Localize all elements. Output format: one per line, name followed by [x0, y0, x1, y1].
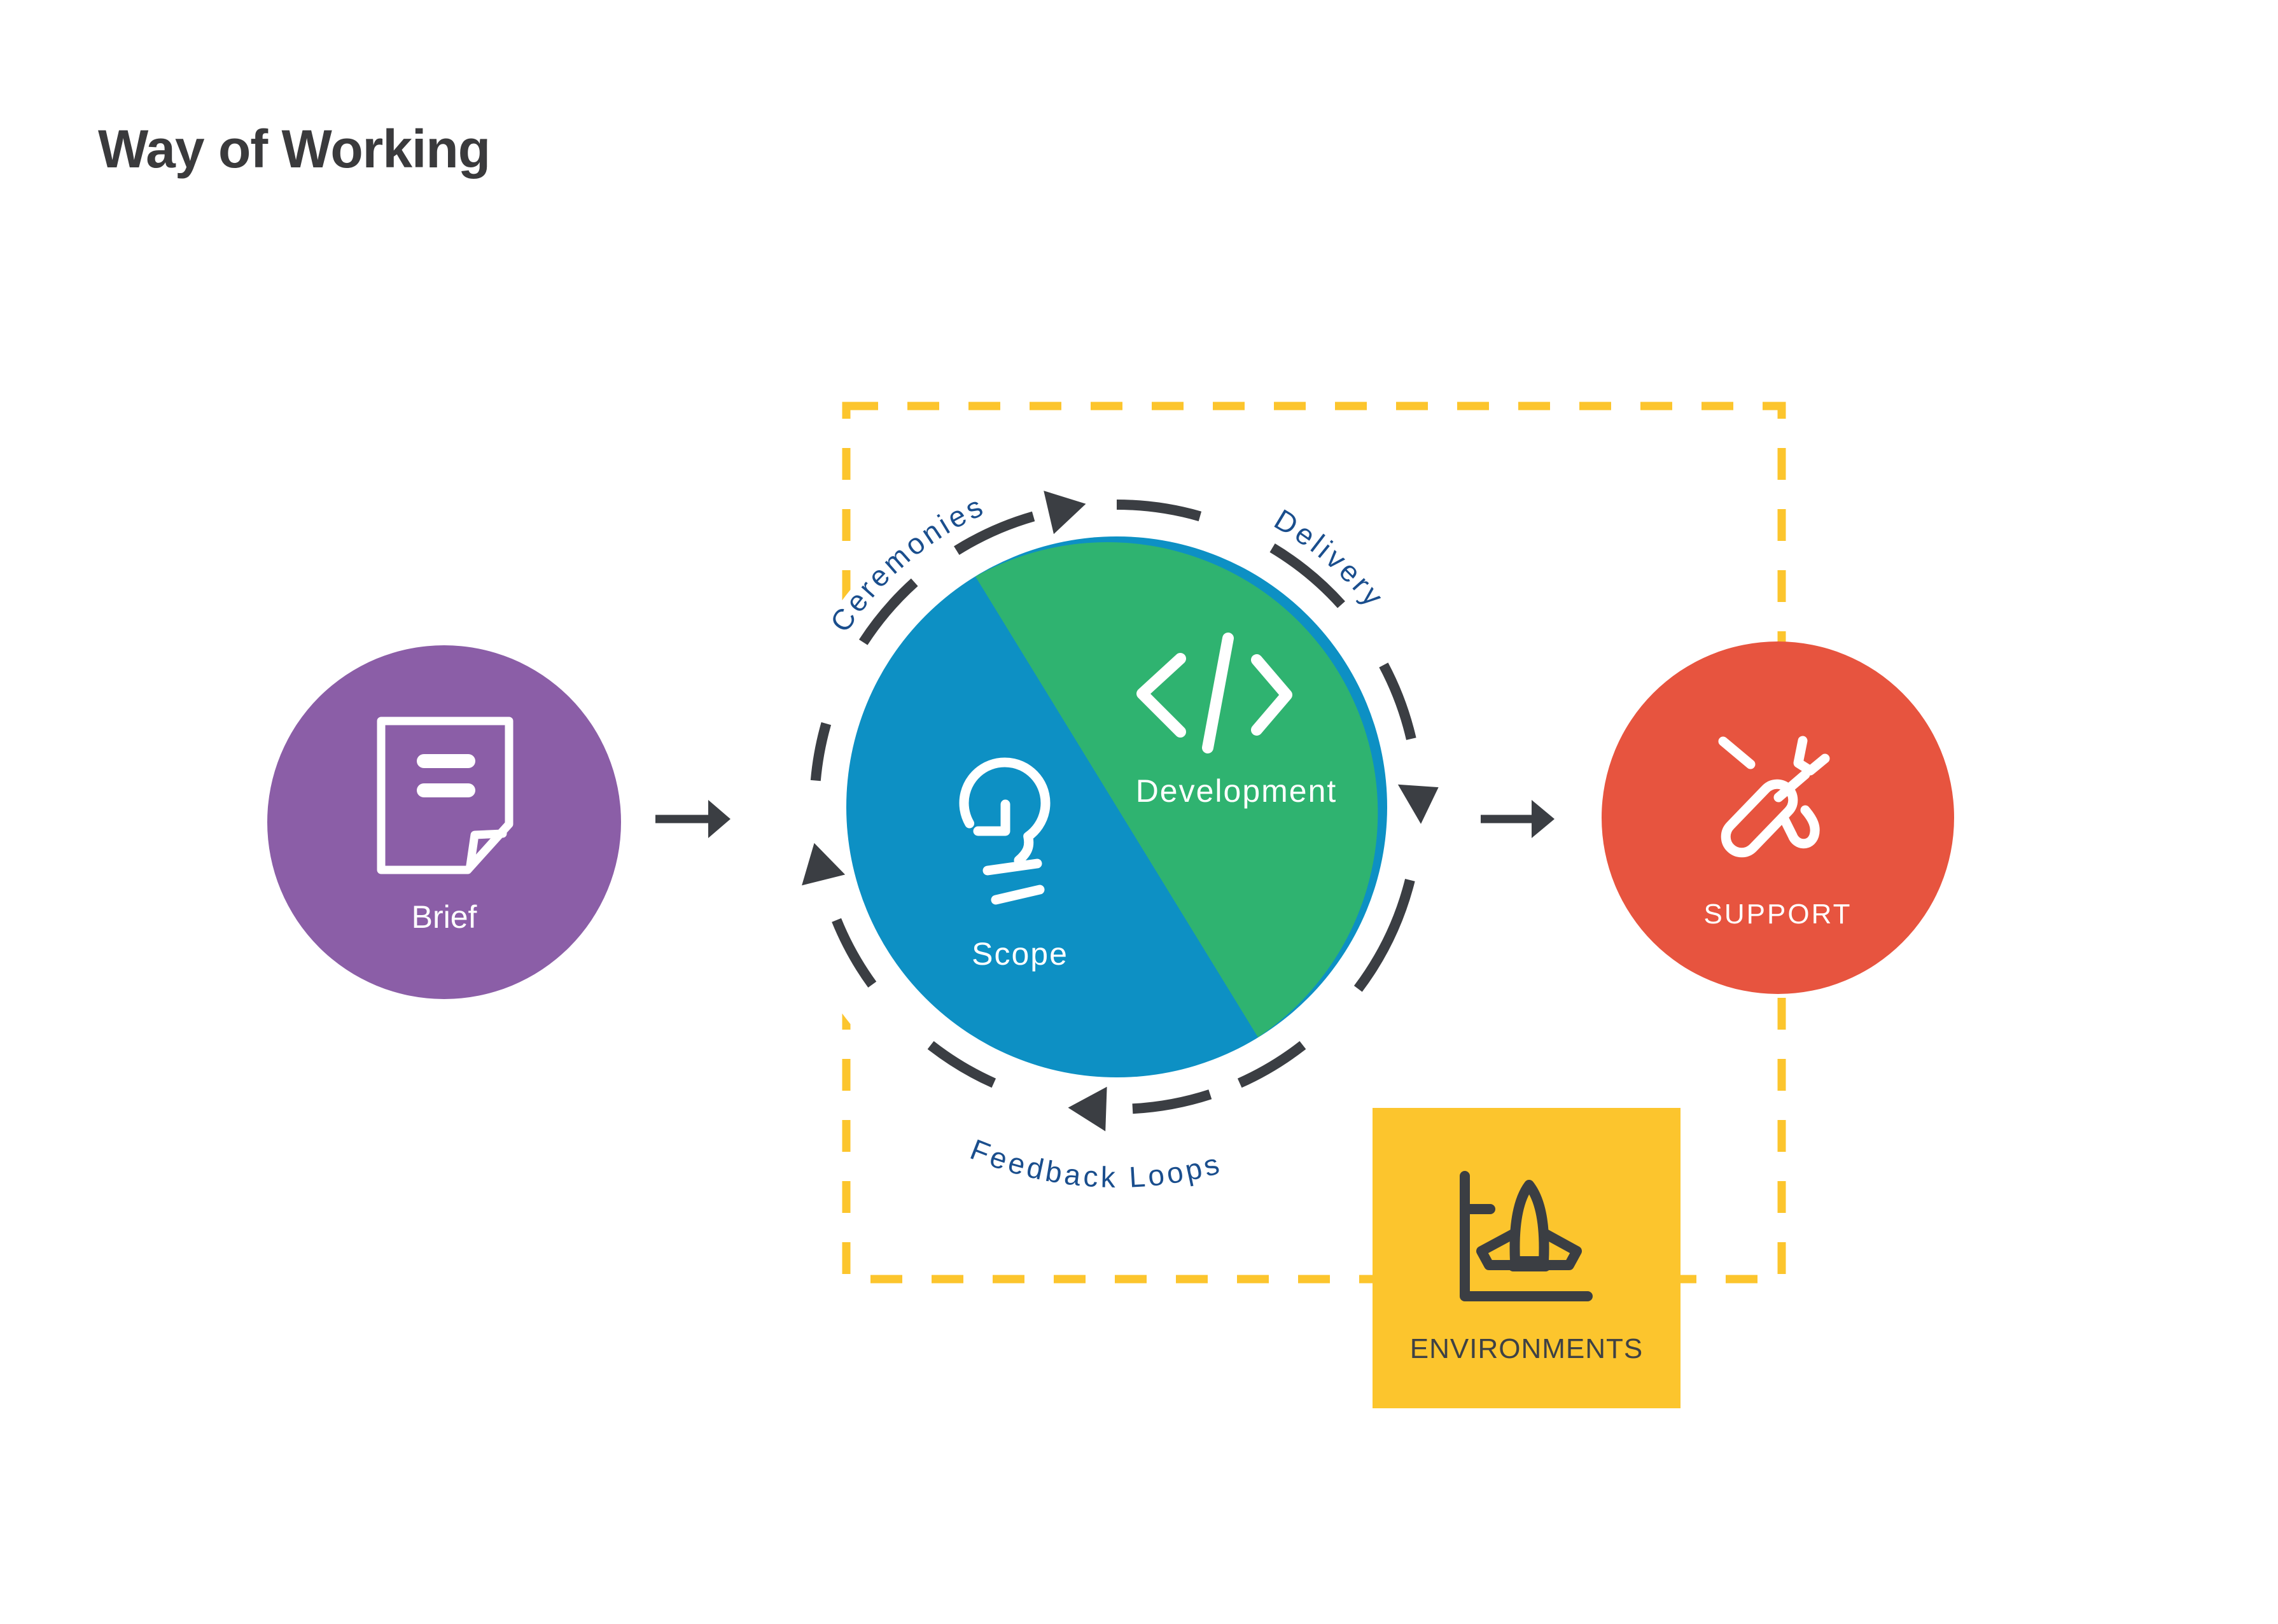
support-node: SUPPORT [1602, 641, 1954, 994]
environments-node: ENVIRONMENTS [1373, 1108, 1681, 1408]
brief-label: Brief [411, 899, 477, 935]
cycle-ring-arrowheads [802, 491, 1439, 1131]
arrowhead-bottom-icon [1068, 1086, 1107, 1131]
tools-icon [1718, 736, 1830, 858]
support-label: SUPPORT [1703, 899, 1852, 930]
code-icon [1136, 633, 1292, 753]
environments-label: ENVIRONMENTS [1409, 1333, 1644, 1364]
cycle-pie [846, 536, 1387, 1077]
page-title: Way of Working [98, 119, 491, 179]
arrowhead-right-icon [1397, 784, 1439, 824]
scope-label: Scope [972, 936, 1068, 972]
delivery-cycle: Scope Development Ceremonies Delivery Fe… [773, 463, 1460, 1194]
arrow-right-icon [655, 800, 730, 838]
brief-node: Brief [267, 645, 621, 999]
rocket-chart-icon [1460, 1171, 1593, 1301]
cycle-ring-arcs [810, 500, 1416, 1114]
lightbulb-icon [959, 757, 1051, 905]
arrowhead-left-icon [802, 843, 846, 886]
arrow-right-icon [1481, 800, 1555, 838]
development-segment [975, 542, 1378, 1037]
development-label: Development [1136, 773, 1338, 809]
arrowhead-top-icon [1044, 491, 1086, 535]
document-icon [377, 717, 514, 874]
